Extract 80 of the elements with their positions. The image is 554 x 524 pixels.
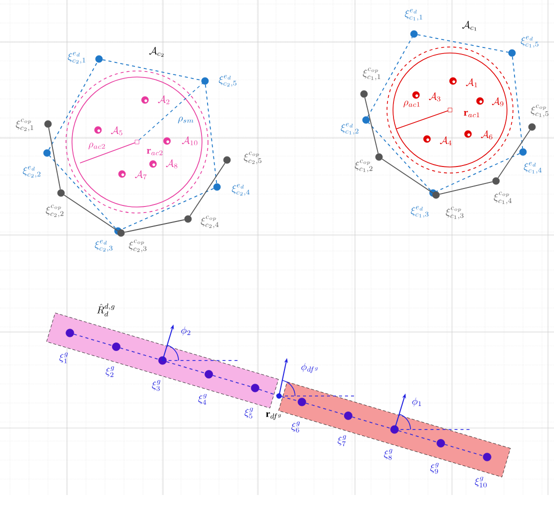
math-label: $\mathbf{r}_{ac1}$ <box>464 110 480 118</box>
vertex-label: $\xi^{e_d}_{c_1,1}$ <box>404 9 422 21</box>
vertex-label: $\xi^{e_d}_{c_2,5}$ <box>218 75 236 87</box>
attacker-label: $\mathcal{A}_2$ <box>158 95 170 104</box>
connector-line <box>48 62 98 150</box>
vertex-label: $\xi^{c_{op}}_{c_1,2}$ <box>354 160 372 172</box>
vertex-label: $\xi^{c_{op}}_{c_1,5}$ <box>530 104 548 118</box>
attacker-label: $\mathcal{A}_4$ <box>440 136 452 146</box>
vertex-label: $\xi^{c_{op}}_{c_2,3}$ <box>128 240 146 252</box>
connector-line <box>212 375 252 388</box>
vertex-label: $\xi^{c_{op}}_{c_2,4}$ <box>200 216 219 228</box>
vertex-label: $\xi^{c_{op}}_{c_1,4}$ <box>494 192 512 204</box>
vertex-label: $\xi^{e_d}_{c_2,2}$ <box>22 166 40 178</box>
connector-line <box>368 122 431 191</box>
connector-line <box>102 59 202 81</box>
attacker-label: $\mathcal{A}_9$ <box>492 97 504 106</box>
vertex-label: $\xi^{e_d}_{c_1,2}$ <box>340 123 358 135</box>
attacker-label: $\mathcal{A}_{10}$ <box>182 136 198 146</box>
attacker-label: $\mathcal{A}_8$ <box>166 159 178 168</box>
connector-line <box>258 388 277 396</box>
connector-line <box>417 34 509 53</box>
connector-line <box>364 97 379 154</box>
vertex-label: $\xi^{e_d}_{c_1,3}$ <box>410 206 428 218</box>
math-label: $\phi_2$ <box>181 326 190 336</box>
math-label: $\phi_{df^g}$ <box>301 363 318 373</box>
agent-label: $\xi^{g}_{6}$ <box>291 422 300 432</box>
connector-line <box>512 56 524 149</box>
attacker-label: $\mathcal{A}_1$ <box>466 78 478 88</box>
agent-label: $\xi^{g}_{2}$ <box>106 366 114 377</box>
connector-line <box>281 396 298 402</box>
vertex-label: $\xi^{c_{op}}_{c_1,1}$ <box>362 68 380 80</box>
connector-line <box>74 334 113 346</box>
point-label: $\mathbf{r}_{df^g}$ <box>266 412 281 420</box>
vertex-label: $\xi^{c_{op}}_{c_1,3}$ <box>446 206 464 220</box>
agent-label: $\xi^{g}_{10}$ <box>474 476 487 488</box>
math-label: $\rho_{sm}$ <box>178 116 194 124</box>
attacker-label: $\mathcal{A}_3$ <box>429 92 440 102</box>
connector-line <box>305 402 345 415</box>
vertex-label: $\xi^{e_d}_{c_2,4}$ <box>232 184 250 196</box>
connector-line <box>64 194 118 232</box>
attacker-label: $\mathcal{A}_6$ <box>481 130 492 140</box>
agent-label: $\xi^{g}_{1}$ <box>59 352 68 364</box>
connector-line <box>124 219 185 233</box>
math-label: $\mathcal{A}_{c_2}$ <box>149 46 164 57</box>
math-label: $\rho_{ac2}$ <box>88 142 105 150</box>
connector-line <box>166 361 206 374</box>
connector-line <box>444 444 484 456</box>
agent-label: $\xi^{g}_{5}$ <box>244 408 253 418</box>
agent-label: $\xi^{g}_{8}$ <box>384 449 392 460</box>
connector-line <box>352 416 391 429</box>
vertex-label: $\xi^{e_d}_{c_2,1}$ <box>68 52 86 64</box>
vertex-label: $\xi^{e_d}_{c_2,3}$ <box>94 240 112 252</box>
connector-line <box>120 188 214 230</box>
connector-line <box>436 153 520 192</box>
connector-line <box>48 127 61 190</box>
connector-line <box>498 130 530 178</box>
connector-line <box>398 430 438 442</box>
agent-label: $\xi^{g}_{7}$ <box>338 435 346 446</box>
connector-line <box>49 155 116 229</box>
connector-line <box>439 181 493 195</box>
connector-line <box>190 162 226 216</box>
band-label: $\hat{R}^{d,g}_{d}$ <box>96 304 115 316</box>
math-label: $\mathcal{A}_{c_1}$ <box>462 20 476 31</box>
connector-line <box>120 347 159 360</box>
vertex-label: $\xi^{e_d}_{c_1,4}$ <box>524 162 542 174</box>
agent-label: $\xi^{g}_{9}$ <box>430 462 439 474</box>
attacker-label: $\mathcal{A}_5$ <box>111 126 122 136</box>
agent-label: $\xi^{g}_{3}$ <box>152 380 160 391</box>
math-label: $\rho_{ac1}$ <box>404 100 420 108</box>
connector-line <box>204 84 218 184</box>
math-label: $\phi_1$ <box>412 398 422 407</box>
vertex-label: $\xi^{c_{op}}_{c_2,1}$ <box>16 118 34 132</box>
vertex-label: $\xi^{c_{op}}_{c_2,2}$ <box>46 204 64 218</box>
vertex-label: $\xi^{c_{op}}_{c_2,5}$ <box>244 152 262 164</box>
attacker-label: $\mathcal{A}_7$ <box>135 170 147 180</box>
connector-line <box>382 158 434 194</box>
vertex-label: $\xi^{e_d}_{c_1,5}$ <box>520 36 538 48</box>
connector-line <box>367 36 413 118</box>
math-label: $\mathbf{r}_{ac2}$ <box>146 148 162 156</box>
agent-label: $\xi^{g}_{4}$ <box>198 394 207 404</box>
